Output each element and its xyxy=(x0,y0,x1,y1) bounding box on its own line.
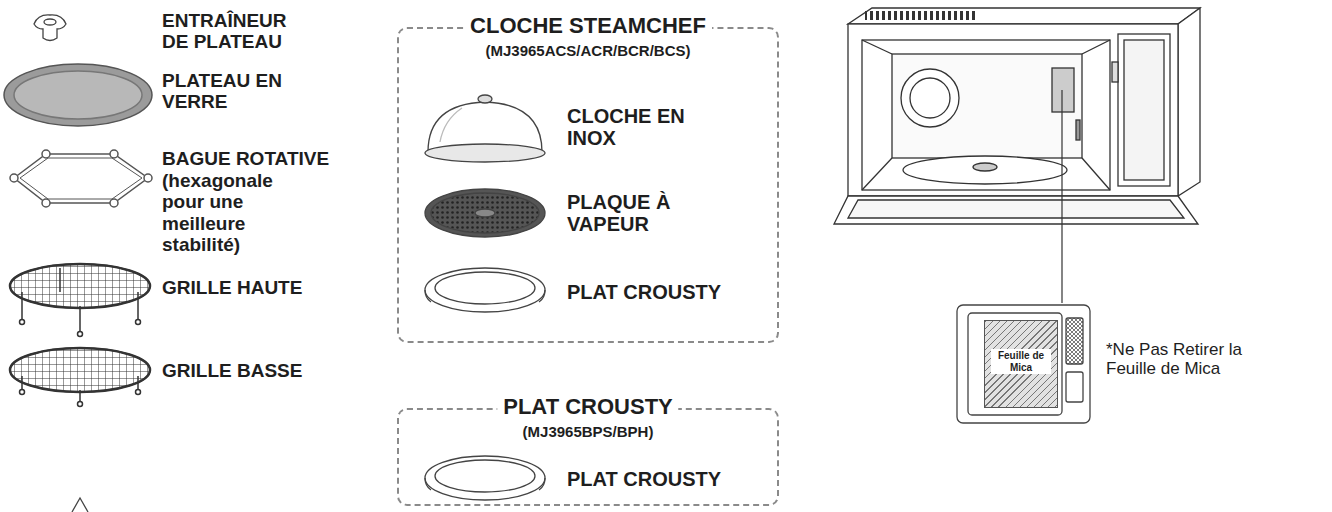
accessory-group-box: CLOCHE STEAMCHEF(MJ3965ACS/ACR/BCR/BCS)C… xyxy=(397,27,779,343)
rotating-ring-icon xyxy=(10,150,152,207)
steam-plate-icon-part xyxy=(431,193,539,233)
high-rack-icon-part xyxy=(136,320,141,325)
microwave-illustration-part xyxy=(848,8,1200,24)
high-rack-icon-part xyxy=(79,306,81,334)
microwave-illustration-part xyxy=(1076,120,1080,140)
microwave-illustration-part xyxy=(862,40,1110,190)
mica-inset xyxy=(957,305,1090,423)
mica-label: Feuille de Mica xyxy=(991,349,1051,374)
microwave-illustration-part xyxy=(973,163,997,171)
model-numbers: (MJ3965ACS/ACR/BCR/BCS) xyxy=(485,43,690,60)
glass-tray-icon-part xyxy=(4,64,152,126)
high-rack-icon-part xyxy=(78,332,83,337)
microwave-illustration-part xyxy=(892,54,1082,158)
high-rack-icon xyxy=(10,264,150,337)
low-rack-icon-part xyxy=(20,390,25,395)
accessory-group-box: PLAT CROUSTY(MJ3965BPS/BPH)PLAT CROUSTY xyxy=(397,408,779,506)
steel-dome-icon xyxy=(425,95,545,162)
part-name: GRILLE BASSE xyxy=(162,360,302,381)
rotating-ring-icon-part xyxy=(10,150,152,207)
rotating-ring-icon-part xyxy=(10,174,18,182)
crisp-dish-icon-part xyxy=(425,456,545,500)
crisp-dish-icon-part xyxy=(425,268,545,312)
mica-inset-part xyxy=(968,313,1062,415)
warning-note: *Ne Pas Retirer la Feuille de Mica xyxy=(1106,340,1281,378)
microwave-illustration-part xyxy=(1118,34,1170,186)
crisp-dish-icon-part xyxy=(425,478,545,490)
rotating-ring-icon-part xyxy=(144,174,152,182)
coupler-icon xyxy=(34,15,66,41)
rotating-ring-icon-part xyxy=(20,158,142,199)
high-rack-icon-part xyxy=(20,320,141,337)
microwave-illustration-part xyxy=(1082,40,1110,54)
high-rack-icon-part xyxy=(10,264,150,308)
part-name: PLAT CROUSTY xyxy=(567,281,721,303)
microwave-illustration-part xyxy=(1082,158,1110,190)
model-numbers: (MJ3965BPS/BPH) xyxy=(523,424,654,441)
coupler-icon-part xyxy=(34,15,66,41)
rotating-ring-icon-part xyxy=(110,150,118,158)
mica-sheet: Feuille de Mica xyxy=(984,320,1058,408)
leader-line xyxy=(1061,90,1062,303)
crisp-dish-icon-part xyxy=(425,290,545,302)
high-rack-icon-part xyxy=(10,264,150,308)
rotating-ring-icon-part xyxy=(14,154,148,203)
partial-icon xyxy=(72,498,88,512)
low-rack-icon-part xyxy=(78,402,83,407)
microwave-illustration-part xyxy=(862,158,892,190)
coupler-icon-part xyxy=(44,19,56,25)
rotating-ring-icon-part xyxy=(42,199,50,207)
part-name: BAGUE ROTATIVE xyxy=(162,148,329,169)
mica-inset-part xyxy=(957,305,1090,423)
microwave-illustration-part xyxy=(903,156,1067,184)
part-name: CLOCHE EN INOX xyxy=(567,105,702,150)
glass-tray-icon-part xyxy=(14,71,142,119)
low-rack-icon xyxy=(10,348,150,407)
part-note: (hexagonale pour une meilleure stabilité… xyxy=(162,170,312,255)
microwave-illustration-part xyxy=(1052,68,1074,112)
rotating-ring-icon-part xyxy=(110,199,118,207)
steam-plate-icon xyxy=(425,189,545,237)
high-rack-icon-part xyxy=(20,320,25,325)
part-name: ENTRAÎNEUR DE PLATEAU xyxy=(162,10,312,53)
group-title: CLOCHE STEAMCHEF xyxy=(464,14,712,39)
low-rack-icon-part xyxy=(10,348,150,392)
microwave-illustration-part xyxy=(862,40,892,54)
crisp-dish-icon xyxy=(425,456,545,500)
microwave-illustration-part xyxy=(848,200,1184,218)
crisp-dish-icon-part xyxy=(435,272,535,304)
steel-dome-icon-part xyxy=(478,95,492,103)
mica-inset-part xyxy=(1066,372,1083,402)
low-rack-icon-part xyxy=(20,390,141,407)
microwave-illustration-part xyxy=(848,24,1178,196)
crisp-dish-icon xyxy=(425,268,545,312)
part-name: GRILLE HAUTE xyxy=(162,277,302,298)
crisp-dish-icon-part xyxy=(435,460,535,492)
low-rack-icon-part xyxy=(136,390,141,395)
rotating-ring-icon-part xyxy=(42,150,50,158)
microwave-illustration-part xyxy=(834,196,1198,224)
group-title: PLAT CROUSTY xyxy=(497,395,678,420)
glass-tray-icon xyxy=(4,64,152,126)
microwave-illustration-part xyxy=(910,78,950,118)
steel-dome-icon-part xyxy=(440,108,462,142)
steam-plate-icon-part xyxy=(425,189,545,237)
microwave-illustration xyxy=(834,8,1200,224)
steam-plate-icon-part xyxy=(475,209,495,217)
mica-inset-part xyxy=(1066,318,1083,364)
low-rack-icon-part xyxy=(10,348,150,392)
steel-dome-icon-part xyxy=(425,144,545,162)
microwave-illustration-part xyxy=(1178,8,1200,196)
microwave-illustration-part xyxy=(1124,40,1164,180)
part-name: PLAT CROUSTY xyxy=(567,468,721,490)
microwave-illustration-part xyxy=(901,69,959,127)
microwave-illustration-part xyxy=(865,11,975,20)
part-name: PLATEAU EN VERRE xyxy=(162,70,312,113)
part-name: PLAQUE À VAPEUR xyxy=(567,191,702,236)
microwave-illustration-part xyxy=(1112,62,1118,82)
